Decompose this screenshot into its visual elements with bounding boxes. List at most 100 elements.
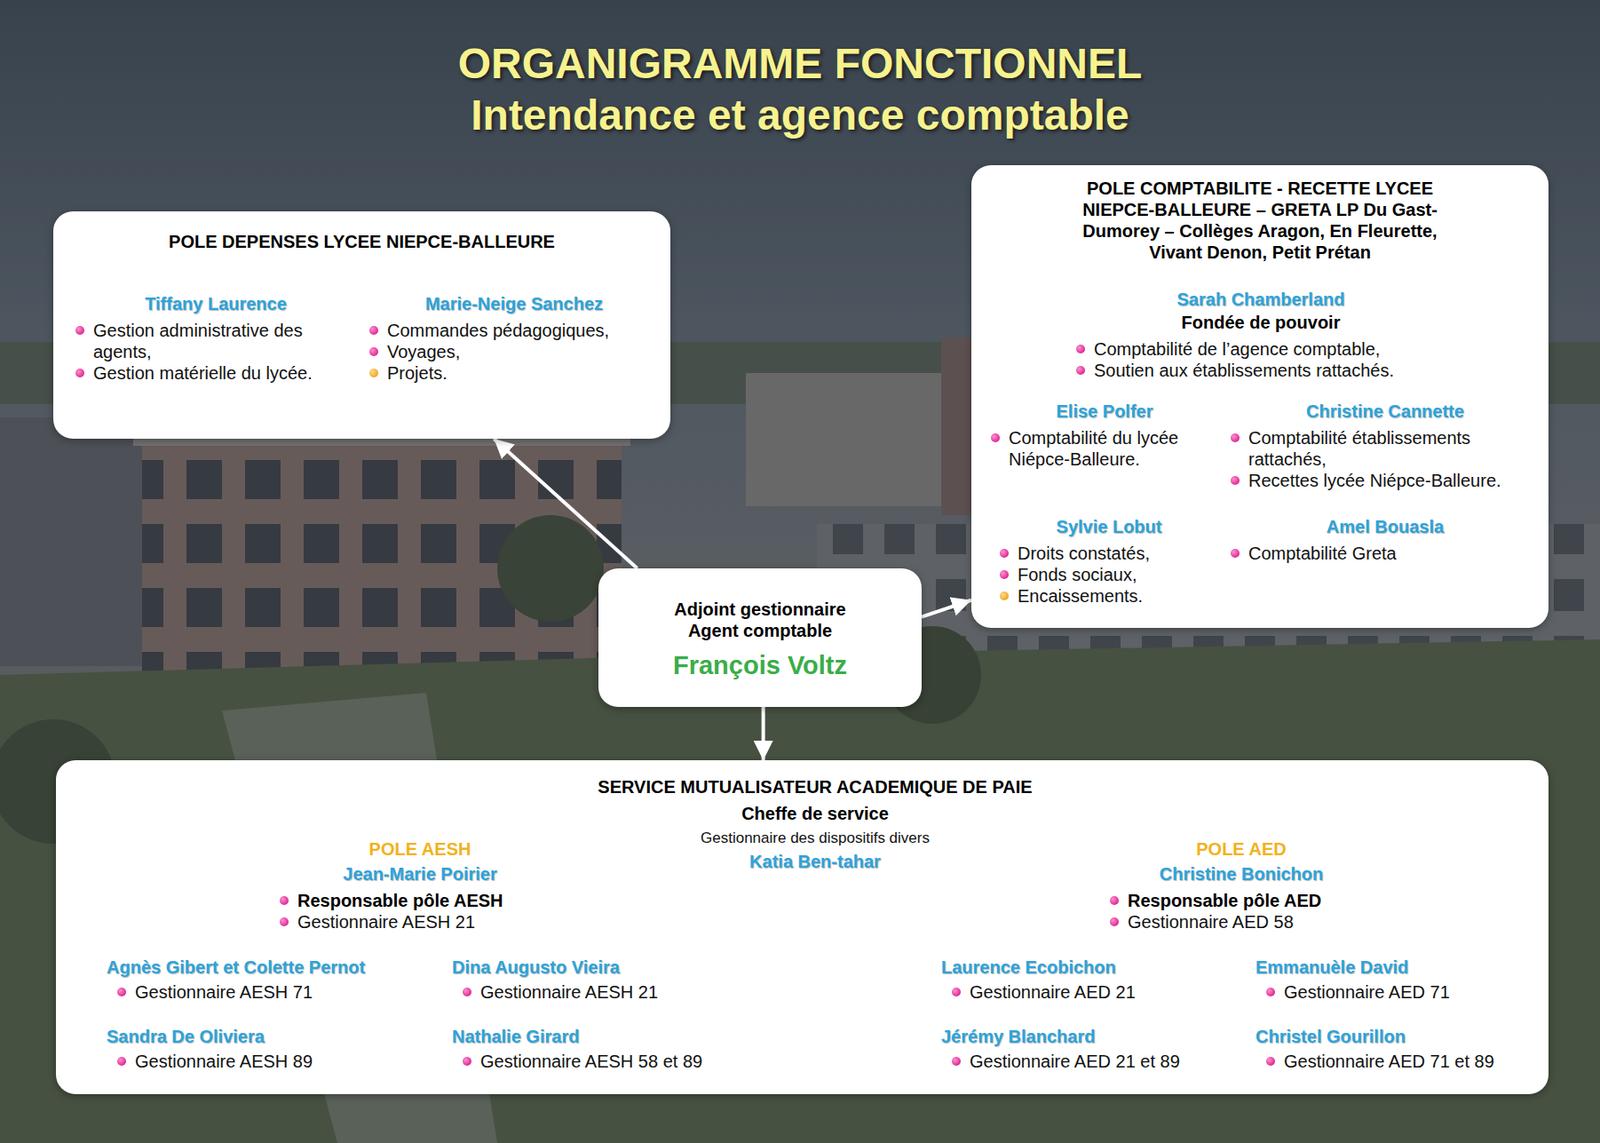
text-column: SERVICE MUTUALISATEUR ACADEMIQUE DE PAIE… [535,776,1095,872]
duty-text: Soutien aux établissements rattachés. [1093,359,1448,381]
bullet-dot [1076,344,1086,354]
bullet-dot [1266,987,1276,997]
text-item: Jean-Marie Poirier [277,863,563,885]
text-column: Sylvie LobutDroits constatés,Fonds socia… [998,515,1220,607]
text-item: Responsable pôle AESH [277,889,563,911]
bullet-item: Droits constatés, [998,542,1220,564]
bullet-dot [75,325,85,335]
section-heading: Adjoint gestionnaire Agent comptable [657,598,863,642]
person-name: Jérémy Blanchard [941,1025,1235,1047]
text-item: Christel Gourillon [1255,1025,1540,1047]
chart-subtitle: Intendance et agence comptable [0,92,1600,140]
duty-text: Responsable pôle AED [1127,889,1375,911]
bullet-dot [369,325,379,335]
bullet-item: Responsable pôle AED [1108,889,1375,911]
text-item: Adjoint gestionnaire Agent comptable [657,598,863,642]
text-item: Dina Augusto Vieira [451,956,790,978]
person-name: Katia Ben-tahar [535,850,1095,872]
pole-heading: POLE AED [1108,838,1375,860]
bullet-dot [1266,1056,1276,1066]
text-column: Laurence EcobichonGestionnaire AED 21Jér… [941,956,1235,1072]
text-item: Gestionnaire AED 71 [1255,981,1540,1003]
text-item: Commandes pédagogiques, [367,319,661,341]
duty-text: Gestionnaire AESH 21 [480,981,790,1003]
text-column: Christine CannetteComptabilité établisse… [1228,400,1542,492]
text-item: Responsable pôle AED [1108,889,1375,911]
chart-title: ORGANIGRAMME FONCTIONNEL [0,40,1600,88]
text-item: Gestionnaire AESH 21 [277,910,563,933]
bullet-item: Gestionnaire AED 58 [1108,910,1375,933]
text-item: Sarah Chamberland [1074,288,1448,310]
bullet-dot [117,987,127,997]
duty-text: Gestionnaire AED 71 [1283,981,1540,1003]
person-name: Christine Cannette [1228,400,1542,422]
duty-text: Comptabilité de l’agence comptable, [1093,338,1448,360]
text-item: Droits constatés, [998,542,1220,564]
person-name: Emmanuèle David [1255,956,1540,978]
text-item: Marie-Neige Sanchez [367,293,661,315]
bullet-item: Comptabilité du lycée Niépce-Balleure. [989,427,1220,470]
connector-arrow [921,600,972,618]
section-heading: SERVICE MUTUALISATEUR ACADEMIQUE DE PAIE [535,776,1095,798]
person-name: Marie-Neige Sanchez [367,293,661,315]
text-column: POLE COMPTABILITE - RECETTE LYCEE NIEPCE… [1069,177,1451,263]
person-name: Tiffany Laurence [73,293,358,315]
text-column: Marie-Neige SanchezCommandes pédagogique… [367,293,661,384]
bullet-dot [1076,365,1086,375]
text-item: SERVICE MUTUALISATEUR ACADEMIQUE DE PAIE [535,776,1095,798]
duty-text: Gestion administrative des agents, [93,319,358,363]
person-name: Laurence Ecobichon [941,956,1235,978]
bullet-dot [279,895,289,905]
bullet-item: Gestionnaire AESH 21 [277,910,563,933]
org-box: SERVICE MUTUALISATEUR ACADEMIQUE DE PAIE… [55,760,1549,1094]
duty-text: Gestion matérielle du lycée. [93,362,358,384]
person-name: Christine Bonichon [1108,863,1375,885]
person-name: Agnès Gibert et Colette Pernot [106,956,436,978]
person-name: Amel Bouasla [1228,515,1542,538]
text-item: Recettes lycée Niépce-Balleure. [1228,469,1542,492]
section-heading: POLE DEPENSES LYCEE NIEPCE-BALLEURE [71,230,653,253]
text-column: Agnès Gibert et Colette PernotGestionnai… [106,956,436,1072]
bullet-item: Projets. [367,362,661,384]
pole-heading: POLE AESH [277,838,563,860]
person-name: Sandra De Oliviera [106,1025,436,1047]
duty-text: Encaissements. [1017,585,1220,607]
duty-text: Projets. [387,362,661,384]
text-item: Agnès Gibert et Colette Pernot [106,956,436,978]
text-column: Sarah ChamberlandFondée de pouvoirCompta… [1074,288,1448,381]
role-text: Cheffe de service [535,802,1095,824]
person-name: Nathalie Girard [451,1025,790,1047]
bullet-item: Gestionnaire AESH 71 [115,981,436,1003]
duty-text: Fonds sociaux, [1017,563,1220,586]
text-item: Nathalie Girard [451,1025,790,1047]
bullet-dot [999,548,1009,558]
text-column: Dina Augusto VieiraGestionnaire AESH 21 N… [451,956,790,1072]
bullet-item: Recettes lycée Niépce-Balleure. [1228,469,1542,492]
text-column: Emmanuèle DavidGestionnaire AED 71 Christ… [1255,956,1540,1072]
bullet-dot [990,433,1000,443]
section-heading: POLE COMPTABILITE - RECETTE LYCEE NIEPCE… [1069,177,1451,263]
bullet-dot [75,368,85,378]
duty-text: Commandes pédagogiques, [387,319,661,341]
bullet-dot [1230,433,1240,443]
text-column: François Voltz [607,649,913,682]
duty-text: Gestionnaire AESH 21 [297,910,563,933]
bullet-item: Soutien aux établissements rattachés. [1074,359,1448,381]
text-item: POLE DEPENSES LYCEE NIEPCE-BALLEURE [71,230,653,253]
text-column: Adjoint gestionnaire Agent comptable [657,598,863,642]
bullet-dot [117,1056,127,1066]
text-item: Gestionnaire AED 21 et 89 [941,1050,1235,1072]
bullet-item: Gestion administrative des agents, [73,319,358,363]
manager-name: François Voltz [607,649,913,682]
text-item: Comptabilité Greta [1228,542,1542,564]
bullet-item: Comptabilité établissements rattachés, [1228,427,1542,470]
text-item: Christine Cannette [1228,400,1542,422]
text-item: Elise Polfer [989,400,1220,422]
text-item: Encaissements. [998,585,1220,607]
duty-text: Gestionnaire AESH 71 [134,981,436,1003]
text-item: Gestionnaire des dispositifs divers [535,829,1095,848]
bullet-dot [1230,548,1240,558]
text-column: Amel BouaslaComptabilité Greta [1228,515,1542,564]
text-item: Gestionnaire AED 71 et 89 [1255,1050,1540,1072]
